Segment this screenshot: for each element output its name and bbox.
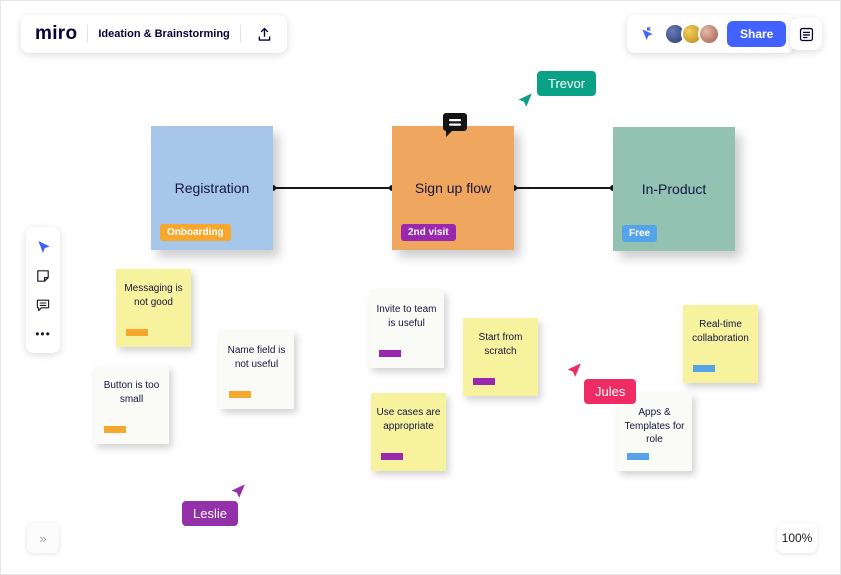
- cursor-label-leslie: Leslie: [182, 501, 238, 526]
- color-bar: [627, 453, 649, 460]
- sticky-note[interactable]: Real-time collaboration: [683, 305, 758, 383]
- cursor-arrow-leslie: [231, 484, 245, 498]
- connector-line[interactable]: [511, 185, 616, 191]
- avatar[interactable]: [698, 23, 720, 45]
- color-bar: [379, 350, 401, 357]
- color-bar: [473, 378, 495, 385]
- sticky-note[interactable]: Messaging is not good: [116, 269, 191, 347]
- flow-card-registration[interactable]: Registration Onboarding: [151, 126, 273, 250]
- color-bar: [229, 391, 251, 398]
- flow-card-label: In-Product: [641, 181, 707, 197]
- sticky-note[interactable]: Use cases are appropriate: [371, 393, 446, 471]
- color-bar: [381, 453, 403, 460]
- notes-button[interactable]: [790, 18, 822, 50]
- comment-badge[interactable]: [441, 111, 469, 140]
- follow-cursor-button[interactable]: [637, 24, 657, 44]
- sticky-text: Button is too small: [103, 380, 160, 405]
- sticky-text: Name field is not useful: [227, 345, 286, 370]
- color-bar: [104, 426, 126, 433]
- tag-2nd-visit[interactable]: 2nd visit: [401, 224, 456, 241]
- sticky-note[interactable]: Apps & Templates for role: [617, 393, 692, 471]
- tag-onboarding[interactable]: Onboarding: [160, 224, 231, 241]
- share-button[interactable]: Share: [727, 21, 787, 47]
- color-bar: [126, 329, 148, 336]
- upload-icon: [256, 26, 273, 43]
- sticky-text: Use cases are appropriate: [376, 407, 441, 432]
- comment-icon: [35, 297, 51, 313]
- sticky-text: Apps & Templates for role: [624, 407, 685, 445]
- tag-free[interactable]: Free: [622, 225, 658, 242]
- board-title[interactable]: Ideation & Brainstorming: [98, 28, 230, 40]
- ellipsis-icon: •••: [35, 326, 51, 341]
- toolbar-select-button[interactable]: [28, 233, 58, 260]
- avatar-group: [664, 23, 720, 45]
- divider: [239, 25, 241, 43]
- sticky-note[interactable]: Invite to team is useful: [369, 290, 444, 368]
- flow-card-signup-flow[interactable]: Sign up flow 2nd visit: [392, 126, 514, 250]
- toolbar-sticky-note-button[interactable]: [28, 262, 58, 289]
- cursor-arrow-jules: [567, 363, 581, 377]
- cursor-icon: [35, 239, 51, 255]
- cursor-flag-icon: [639, 26, 655, 42]
- toolbar-comment-button[interactable]: [28, 291, 58, 318]
- toolbar-more-button[interactable]: •••: [28, 320, 58, 347]
- sticky-note-icon: [35, 268, 51, 284]
- board-header: miro Ideation & Brainstorming: [21, 15, 287, 53]
- cursor-arrow-trevor: [518, 93, 532, 107]
- export-button[interactable]: [251, 20, 279, 48]
- sticky-text: Messaging is not good: [124, 283, 183, 308]
- flow-card-label: Sign up flow: [414, 180, 492, 196]
- flow-card-label: Registration: [174, 180, 250, 196]
- notes-icon: [798, 26, 815, 43]
- expand-toolbar-button[interactable]: »: [27, 523, 59, 553]
- color-bar: [693, 365, 715, 372]
- miro-logo[interactable]: miro: [35, 23, 78, 44]
- comment-bubble-icon: [441, 113, 469, 144]
- divider: [87, 25, 89, 43]
- cursor-label-trevor: Trevor: [537, 71, 597, 96]
- sticky-text: Real-time collaboration: [692, 319, 749, 344]
- flow-card-in-product[interactable]: In-Product Free: [613, 127, 735, 251]
- sticky-note[interactable]: Button is too small: [94, 366, 169, 444]
- zoom-level[interactable]: 100%: [777, 523, 817, 553]
- sticky-note[interactable]: Name field is not useful: [219, 331, 294, 409]
- sticky-text: Start from scratch: [478, 332, 523, 357]
- sticky-note[interactable]: Start from scratch: [463, 318, 538, 396]
- sticky-text: Invite to team is useful: [376, 304, 437, 329]
- connector-line[interactable]: [270, 185, 395, 191]
- toolbar: •••: [26, 227, 60, 353]
- collaboration-bar: Share: [627, 15, 795, 53]
- cursor-label-jules: Jules: [584, 379, 637, 404]
